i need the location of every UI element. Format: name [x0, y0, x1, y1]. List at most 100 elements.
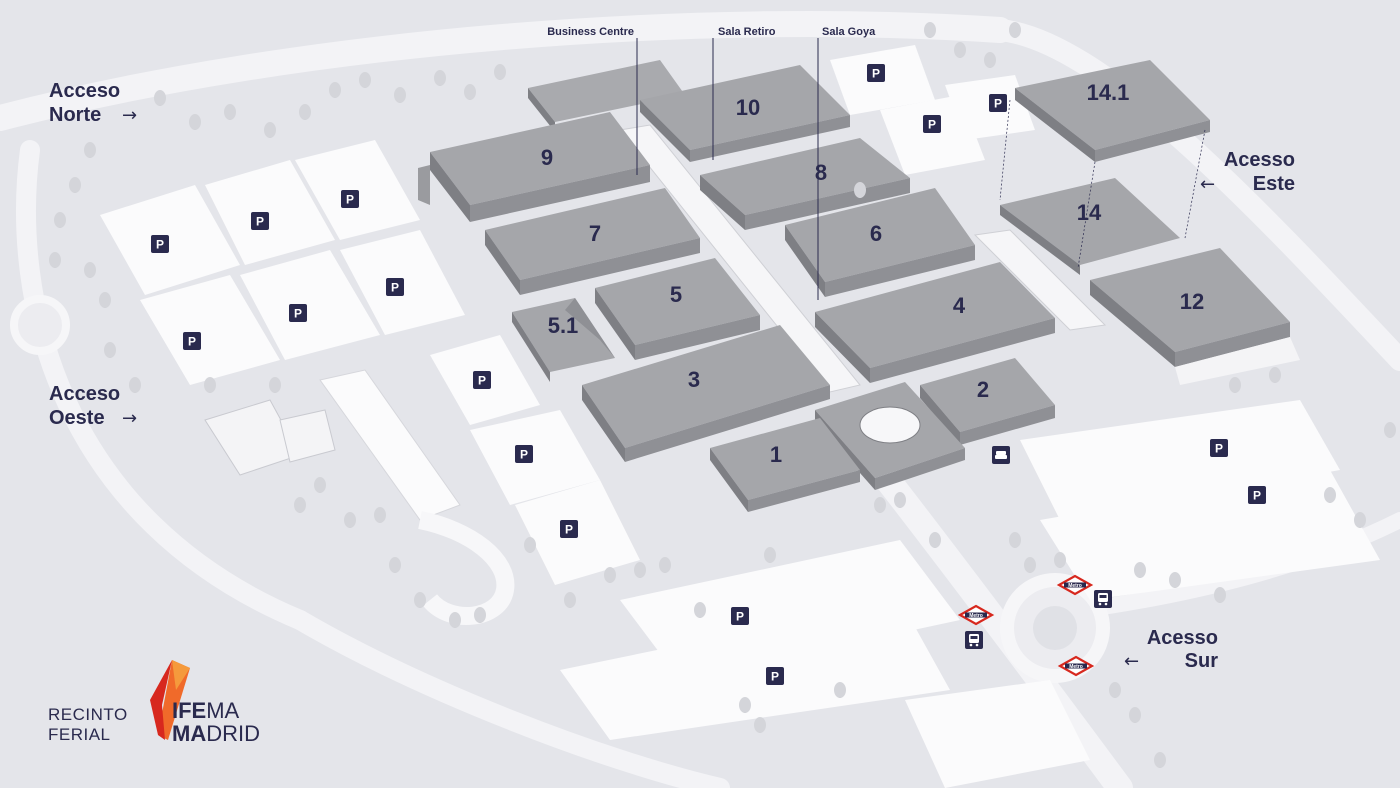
tree-icon	[929, 532, 941, 548]
hall-1-label: 1	[770, 442, 782, 467]
tree-icon	[1024, 557, 1036, 573]
tree-icon	[474, 607, 486, 623]
tree-icon	[1054, 552, 1066, 568]
logo-ifema: IFEMA	[172, 698, 240, 723]
hall-5-1	[512, 298, 615, 382]
hall-7	[485, 188, 700, 295]
tree-icon	[1214, 587, 1226, 603]
hall-5-label: 5	[670, 282, 682, 307]
hall-12-label: 12	[1180, 289, 1204, 314]
tree-icon	[264, 122, 276, 138]
hall-4	[815, 262, 1055, 383]
tree-icon	[394, 87, 406, 103]
tree-icon	[1129, 707, 1141, 723]
svg-text:P: P	[478, 374, 486, 388]
tree-icon	[464, 84, 476, 100]
parking-icon: P	[289, 304, 307, 322]
hall-8-label: 8	[815, 160, 827, 185]
parking-icon: P	[560, 520, 578, 538]
metro-label: Metro	[1069, 664, 1083, 670]
sala-retiro-label: Sala Retiro	[718, 26, 776, 38]
parking-icon: P	[1248, 486, 1266, 504]
parking-icon: P	[151, 235, 169, 253]
roundabouts	[10, 295, 1110, 683]
parking-icon: P	[867, 64, 885, 82]
acesso-sur-line2: Sur	[1185, 650, 1219, 672]
arrow-left-icon: ←	[1200, 174, 1215, 195]
hall-14-1-label: 14.1	[1087, 80, 1130, 105]
hall-8	[700, 138, 910, 230]
galleries	[619, 124, 1107, 393]
room-callouts: Business Centre Sala Retiro Sala Goya	[547, 26, 876, 300]
logo-madrid: MADRID	[172, 721, 260, 746]
tree-icon	[434, 70, 446, 86]
tree-icon	[1109, 682, 1121, 698]
logo-ferial: FERIAL	[48, 725, 111, 744]
parking-icon: P	[515, 445, 533, 463]
tree-icon	[1169, 572, 1181, 588]
tree-icon	[604, 567, 616, 583]
trees	[49, 22, 1396, 768]
hall-3-label: 3	[688, 367, 700, 392]
tree-icon	[1324, 487, 1336, 503]
parking-icon: P	[1210, 439, 1228, 457]
tree-icon	[129, 377, 141, 393]
parking-icon: P	[731, 607, 749, 625]
tree-icon	[1269, 367, 1281, 383]
tree-icon	[1384, 422, 1396, 438]
tree-icon	[754, 717, 766, 733]
hall-14-1	[1015, 60, 1210, 162]
hall-10	[528, 60, 850, 162]
tree-icon	[1134, 562, 1146, 578]
tree-icon	[69, 177, 81, 193]
tree-icon	[894, 492, 906, 508]
svg-text:P: P	[994, 97, 1002, 111]
tree-icon	[204, 377, 216, 393]
hall-14	[1000, 178, 1180, 275]
hall-9-label: 9	[541, 145, 553, 170]
tree-icon	[449, 612, 461, 628]
tree-icon	[344, 512, 356, 528]
hall-6-label: 6	[870, 221, 882, 246]
svg-text:P: P	[156, 238, 164, 252]
hall-2-label: 2	[977, 377, 989, 402]
ifema-logo: RECINTO FERIAL IFEMA MADRID	[48, 660, 260, 746]
tree-icon	[564, 592, 576, 608]
tree-icon	[739, 697, 751, 713]
svg-text:P: P	[294, 307, 302, 321]
tree-icon	[224, 104, 236, 120]
tree-icon	[634, 562, 646, 578]
tree-icon	[294, 497, 306, 513]
hall-7-label: 7	[589, 221, 601, 246]
taxi-icon	[992, 446, 1010, 464]
hall-2	[920, 358, 1055, 445]
logo-flame-icon	[150, 660, 190, 740]
logo-recinto: RECINTO	[48, 705, 128, 724]
metro-icon: Metro	[1056, 574, 1094, 596]
parking-lots	[100, 45, 1380, 788]
hall-5	[595, 258, 760, 360]
svg-text:P: P	[1253, 489, 1261, 503]
hall-14-label: 14	[1077, 200, 1102, 225]
tree-icon	[374, 507, 386, 523]
tree-icon	[1354, 512, 1366, 528]
sala-goya-label: Sala Goya	[822, 26, 876, 38]
parking-icon: P	[183, 332, 201, 350]
svg-text:P: P	[565, 523, 573, 537]
tree-icon	[764, 547, 776, 563]
parking-icon: P	[473, 371, 491, 389]
hall-1	[710, 418, 860, 512]
parking-icon: P	[923, 115, 941, 133]
hall-9	[418, 112, 650, 222]
transport-icons: Metro Metro Metro	[957, 446, 1112, 677]
tree-icon	[84, 142, 96, 158]
tree-icon	[329, 82, 341, 98]
hall-6	[785, 188, 975, 297]
acesso-sur-line1: Acesso	[1147, 627, 1218, 649]
parking-icon: P	[989, 94, 1007, 112]
svg-text:P: P	[520, 448, 528, 462]
tree-icon	[54, 212, 66, 228]
parking-icon: P	[766, 667, 784, 685]
